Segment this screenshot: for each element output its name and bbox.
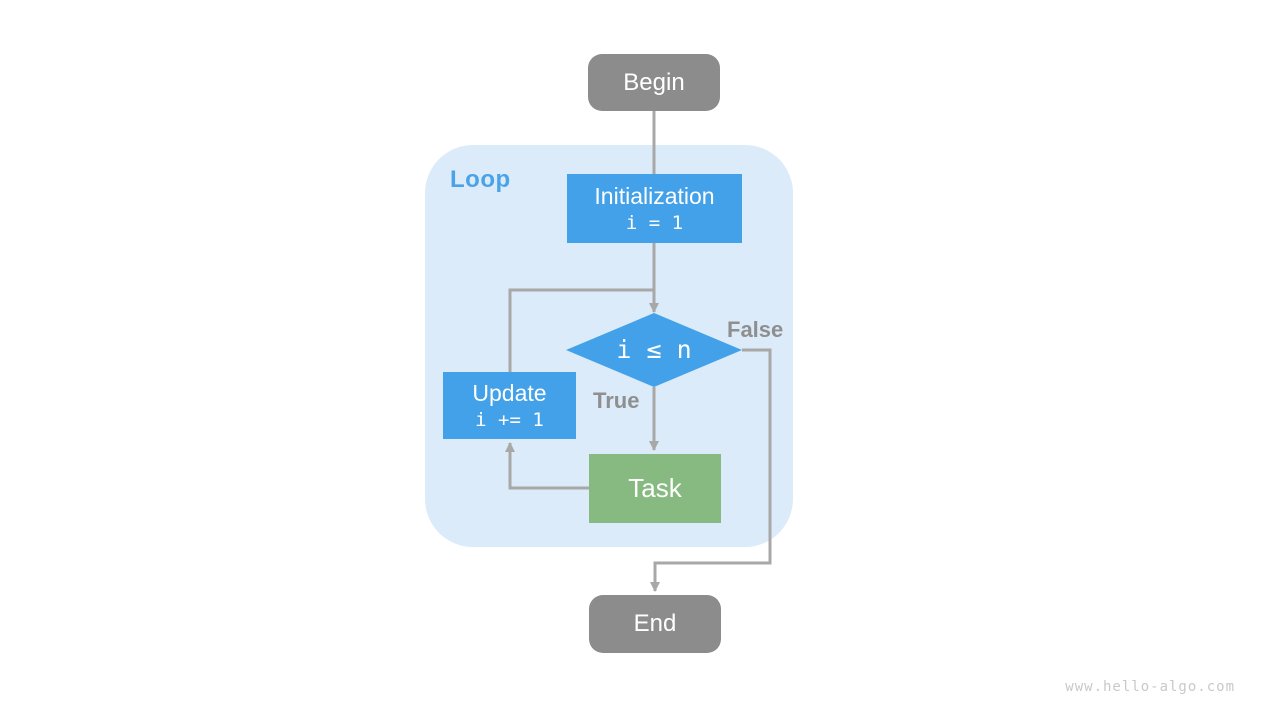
node-task: Task xyxy=(589,454,721,523)
node-initialization-code: i = 1 xyxy=(625,211,684,234)
node-task-label: Task xyxy=(628,473,682,504)
node-update-code: i += 1 xyxy=(475,408,544,431)
node-begin: Begin xyxy=(588,54,720,111)
node-update: Update i += 1 xyxy=(443,372,576,439)
loop-label: Loop xyxy=(450,166,511,193)
edge-task-to-update xyxy=(505,442,589,490)
edge-condition-false-to-end xyxy=(650,348,772,592)
node-end: End xyxy=(589,595,721,653)
edge-update-loopback xyxy=(508,288,654,374)
node-end-label: End xyxy=(633,610,677,637)
node-initialization: Initialization i = 1 xyxy=(567,174,742,243)
node-update-label: Update xyxy=(472,379,547,406)
node-condition-expression: i ≤ n xyxy=(616,334,692,364)
watermark-text: www.hello-algo.com xyxy=(1065,679,1235,695)
node-initialization-label: Initialization xyxy=(594,182,715,209)
edge-label-true: True xyxy=(593,388,640,413)
edge-label-false: False xyxy=(727,317,784,342)
node-begin-label: Begin xyxy=(623,68,685,96)
